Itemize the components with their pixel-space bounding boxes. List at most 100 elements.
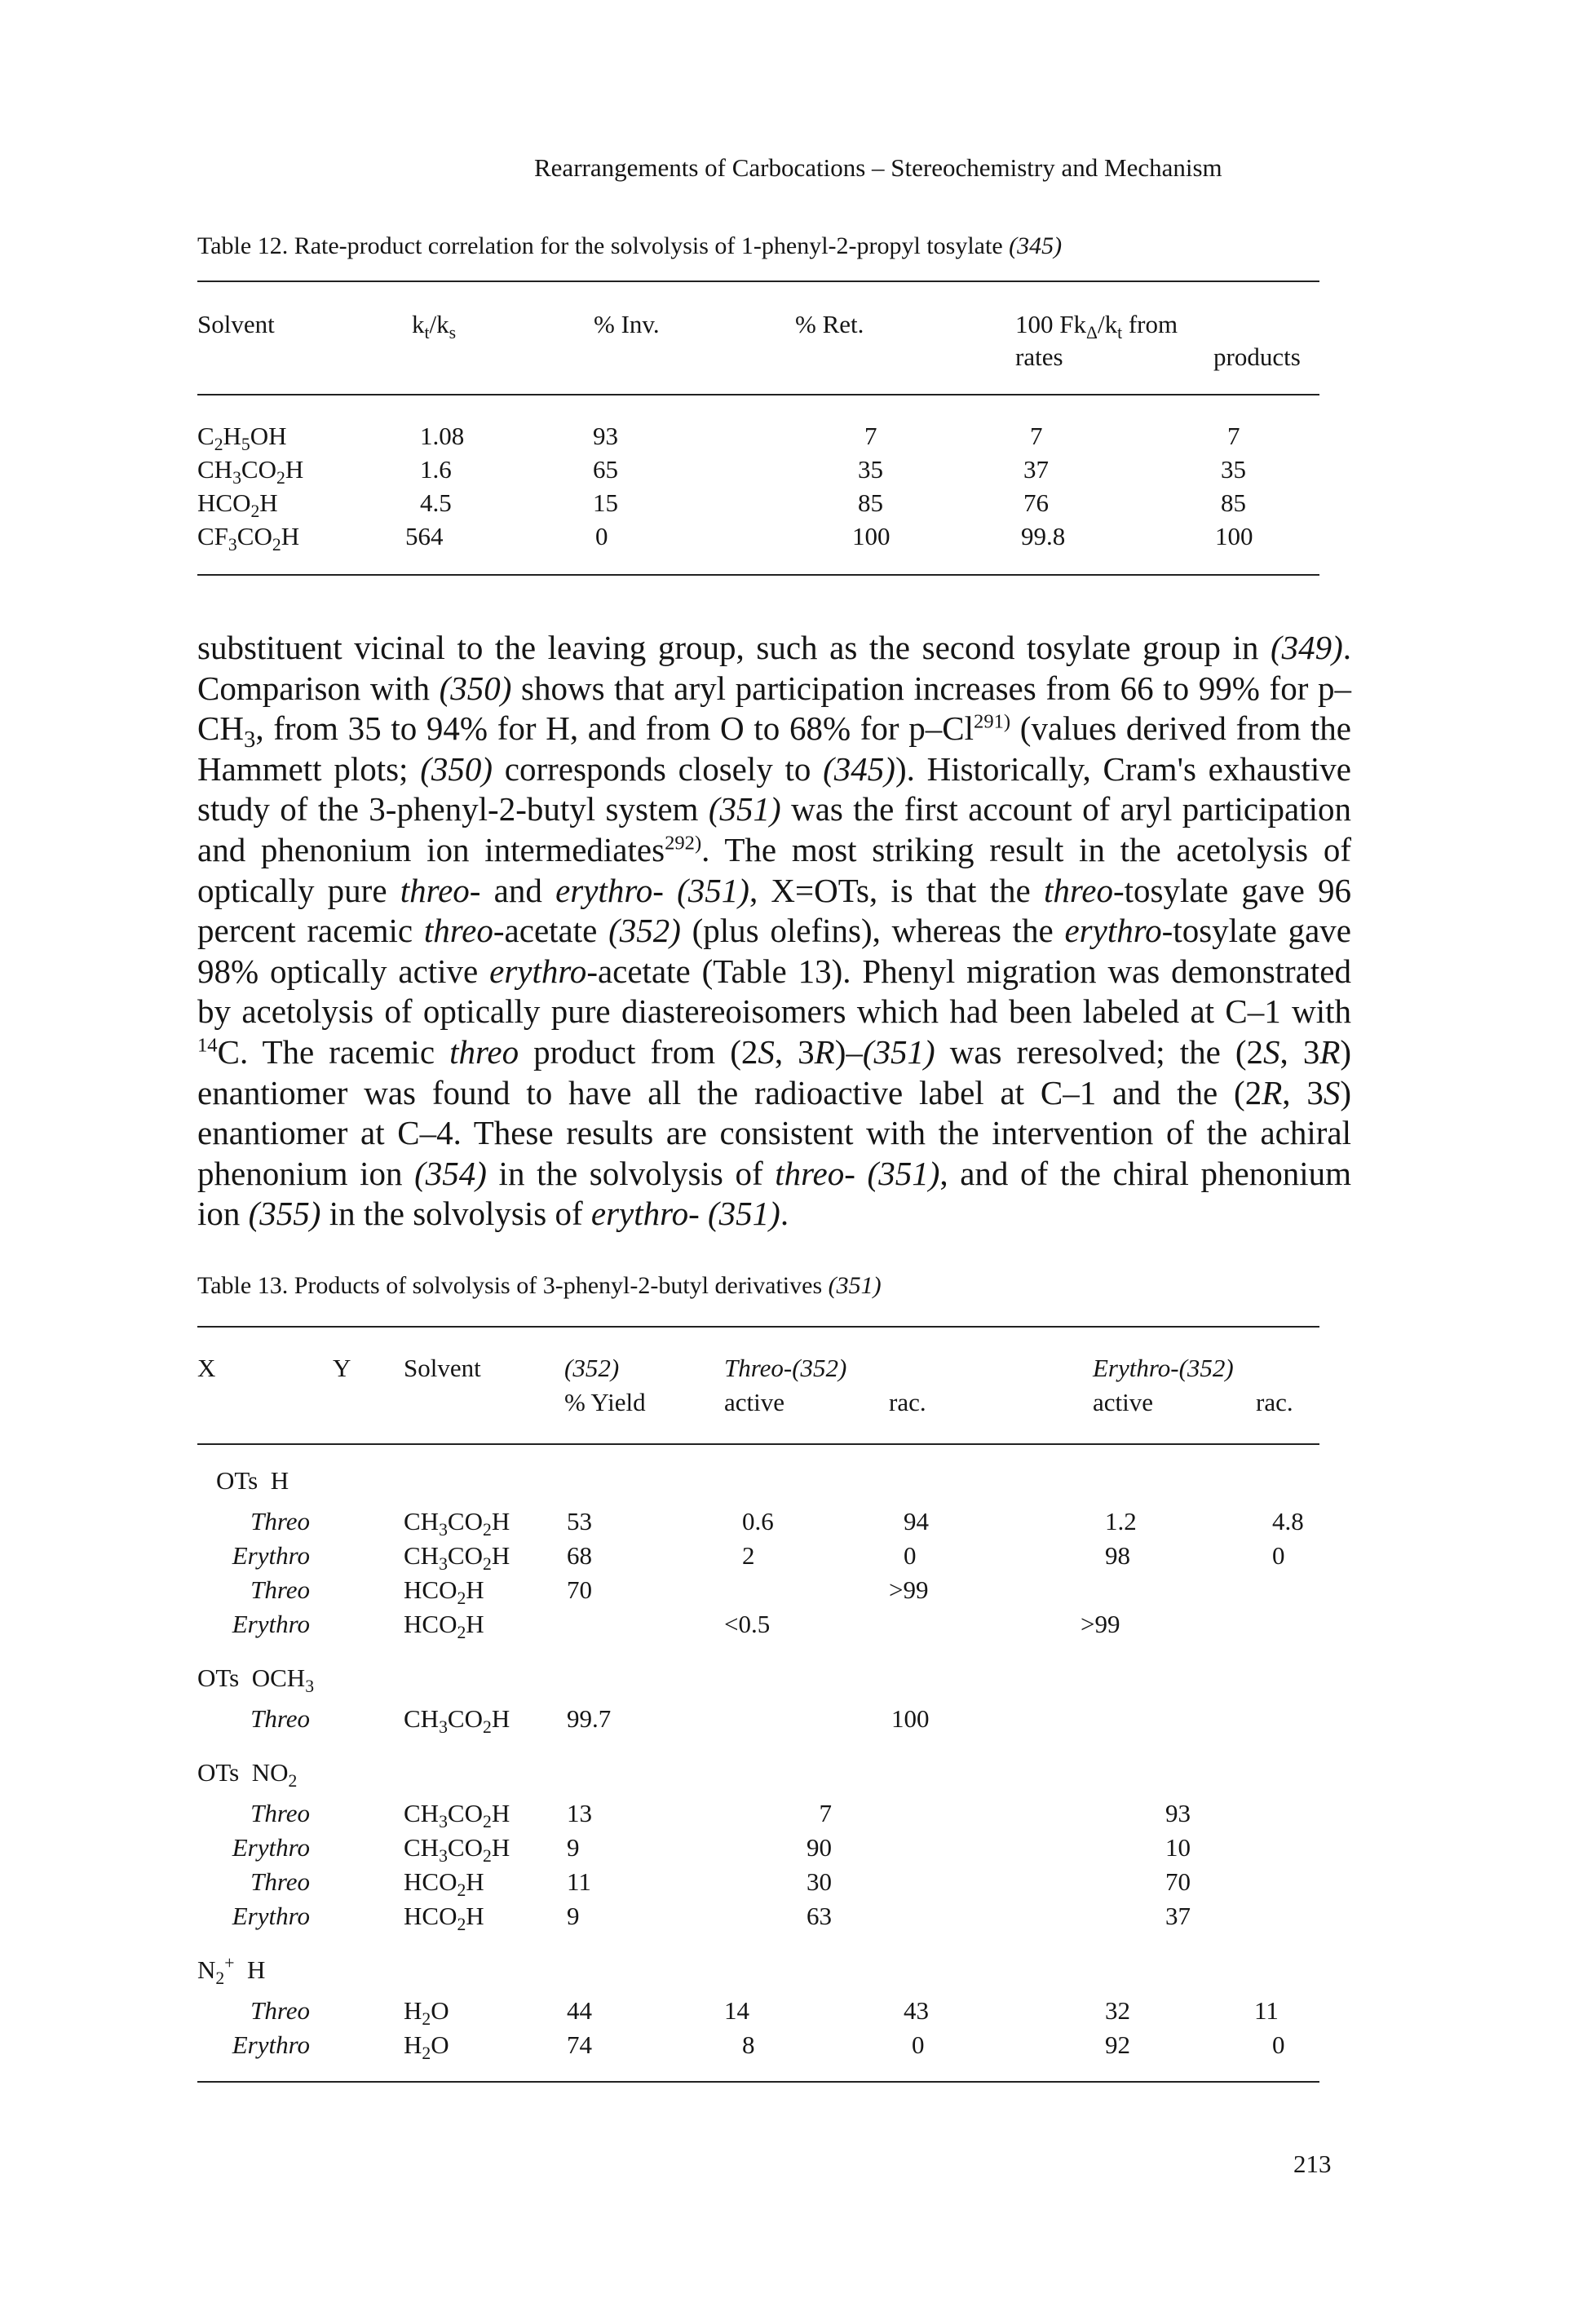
t13-row-threo-rac: 43 — [904, 1996, 929, 2025]
t13-row-solvent: HCO2H — [404, 1867, 484, 1901]
t13-row-threo: 63 — [807, 1902, 832, 1930]
t12-row-ret: 35 — [858, 455, 883, 484]
t13-row-threo-rac: 0 — [912, 2030, 925, 2059]
t13-group-label: OTs OCH3 — [197, 1663, 315, 1697]
t13-row-isomer: Erythro — [232, 1610, 310, 1638]
t13-row-threo-active: 2 — [742, 1541, 755, 1570]
t13-header-threo-rac: rac. — [889, 1388, 926, 1416]
t12-header-inv: % Inv. — [594, 310, 660, 338]
t13-row-erythro: 37 — [1165, 1902, 1191, 1930]
t13-row-isomer: Threo — [250, 1996, 310, 2025]
body-paragraph: substituent vicinal to the leaving group… — [197, 629, 1352, 1233]
t13-row-solvent: HCO2H — [404, 1902, 484, 1935]
t13-row-yield: 11 — [567, 1867, 591, 1896]
t12-row-ratio: 1.08 — [420, 422, 465, 450]
t13-row-isomer: Erythro — [232, 1833, 310, 1862]
t13-row-erythro-active: 92 — [1105, 2030, 1130, 2059]
t12-row-ratio: 1.6 — [420, 455, 452, 484]
t13-row-isomer: Threo — [250, 1704, 310, 1733]
table-13-caption-ref: (351) — [828, 1272, 882, 1299]
t13-group-label: N2+ H — [197, 1953, 266, 1989]
t13-row-erythro-rac: 0 — [1272, 1541, 1285, 1570]
t13-row-isomer: Erythro — [232, 1541, 310, 1570]
table-12-bottom-rule — [197, 574, 1319, 576]
table-13-caption-text: Table 13. Products of solvolysis of 3-ph… — [197, 1272, 829, 1299]
t12-row-ratio: 564 — [405, 522, 444, 550]
t13-row-solvent: CH3CO2H — [404, 1833, 510, 1867]
t13-header-yield: % Yield — [564, 1388, 646, 1416]
t13-row-solvent: H2O — [404, 1996, 449, 2030]
t12-row-ret: 100 — [852, 522, 891, 550]
t13-row-yield: 99.7 — [567, 1704, 612, 1733]
t12-header-solvent: Solvent — [197, 310, 275, 338]
t13-row-threo-rac: >99 — [889, 1575, 929, 1604]
t13-row-threo: 90 — [807, 1833, 832, 1862]
t13-row-solvent: CH3CO2H — [404, 1507, 510, 1540]
t13-header-threo-active: active — [724, 1388, 785, 1416]
t12-row-inv: 15 — [593, 488, 618, 517]
t13-row-solvent: HCO2H — [404, 1575, 484, 1609]
t13-row-erythro-active: 98 — [1105, 1541, 1130, 1570]
t12-row-inv: 0 — [595, 522, 608, 550]
t13-row-isomer: Threo — [250, 1867, 310, 1896]
t13-row-solvent: H2O — [404, 2030, 449, 2064]
t12-row-solvent: CF3CO2H — [197, 522, 300, 555]
t13-row-isomer: Threo — [250, 1575, 310, 1604]
table-13-header-rule — [197, 1443, 1319, 1445]
table-12-caption: Table 12. Rate-product correlation for t… — [197, 232, 1062, 260]
t13-row-erythro: 10 — [1165, 1833, 1191, 1862]
t13-row-threo-active: <0.5 — [724, 1610, 771, 1638]
t13-row-threo-active: 0.6 — [742, 1507, 774, 1535]
t12-header-products: products — [1213, 342, 1301, 371]
t13-row-erythro-rac: 4.8 — [1272, 1507, 1304, 1535]
t13-row-threo-rac: 0 — [904, 1541, 917, 1570]
t12-header-fk: 100 FkΔ/kt from — [1015, 310, 1178, 343]
t12-row-products: 100 — [1215, 522, 1253, 550]
table-12-top-rule — [197, 281, 1319, 282]
t13-row-yield: 68 — [567, 1541, 592, 1570]
t12-row-solvent: HCO2H — [197, 488, 278, 522]
t12-row-rates: 37 — [1023, 455, 1049, 484]
running-head: Rearrangements of Carbocations – Stereoc… — [534, 153, 1222, 182]
t13-row-threo-active: 8 — [742, 2030, 755, 2059]
t13-row-solvent: CH3CO2H — [404, 1541, 510, 1575]
t12-row-products: 85 — [1221, 488, 1246, 517]
t13-row-erythro: 93 — [1165, 1799, 1191, 1827]
t13-row-erythro-rac: 11 — [1254, 1996, 1279, 2025]
table-12-caption-ref: (345) — [1009, 232, 1063, 259]
t12-row-rates: 7 — [1030, 422, 1043, 450]
table-13-top-rule — [197, 1326, 1319, 1328]
t12-row-inv: 93 — [593, 422, 618, 450]
body-text: substituent vicinal to the leaving group… — [197, 628, 1351, 1235]
t13-row-isomer: Threo — [250, 1507, 310, 1535]
t13-row-yield: 44 — [567, 1996, 592, 2025]
t13-row-yield: 9 — [567, 1902, 580, 1930]
t13-header-y: Y — [333, 1354, 351, 1382]
t13-group-label: OTs NO2 — [197, 1758, 298, 1792]
t13-row-isomer: Erythro — [232, 2030, 310, 2059]
t13-row-erythro-rac: 0 — [1272, 2030, 1285, 2059]
t13-row-solvent: CH3CO2H — [404, 1799, 510, 1832]
t12-row-ret: 7 — [864, 422, 877, 450]
t13-row-solvent: HCO2H — [404, 1610, 484, 1643]
t12-row-products: 7 — [1227, 422, 1240, 450]
table-12-header-rule — [197, 394, 1319, 395]
t13-row-threo: 7 — [819, 1799, 833, 1827]
t13-row-yield: 53 — [567, 1507, 592, 1535]
t12-header-ret: % Ret. — [795, 310, 864, 338]
table-13-bottom-rule — [197, 2081, 1319, 2083]
t13-row-threo-active: 14 — [724, 1996, 749, 2025]
t13-row-threo: 30 — [807, 1867, 832, 1896]
t13-row-yield: 9 — [567, 1833, 580, 1862]
t12-row-ratio: 4.5 — [420, 488, 452, 517]
t13-header-yield-ref: (352) — [564, 1354, 620, 1382]
t13-row-yield: 70 — [567, 1575, 592, 1604]
t12-row-products: 35 — [1221, 455, 1246, 484]
t13-row-yield: 74 — [567, 2030, 592, 2059]
t13-group-label: OTs H — [216, 1466, 289, 1495]
t13-row-threo-rac: 94 — [904, 1507, 929, 1535]
t13-header-threo: Threo-(352) — [724, 1354, 847, 1382]
t13-row-erythro-active: 32 — [1105, 1996, 1130, 2025]
t12-row-ret: 85 — [858, 488, 883, 517]
t13-row-erythro: 70 — [1165, 1867, 1191, 1896]
